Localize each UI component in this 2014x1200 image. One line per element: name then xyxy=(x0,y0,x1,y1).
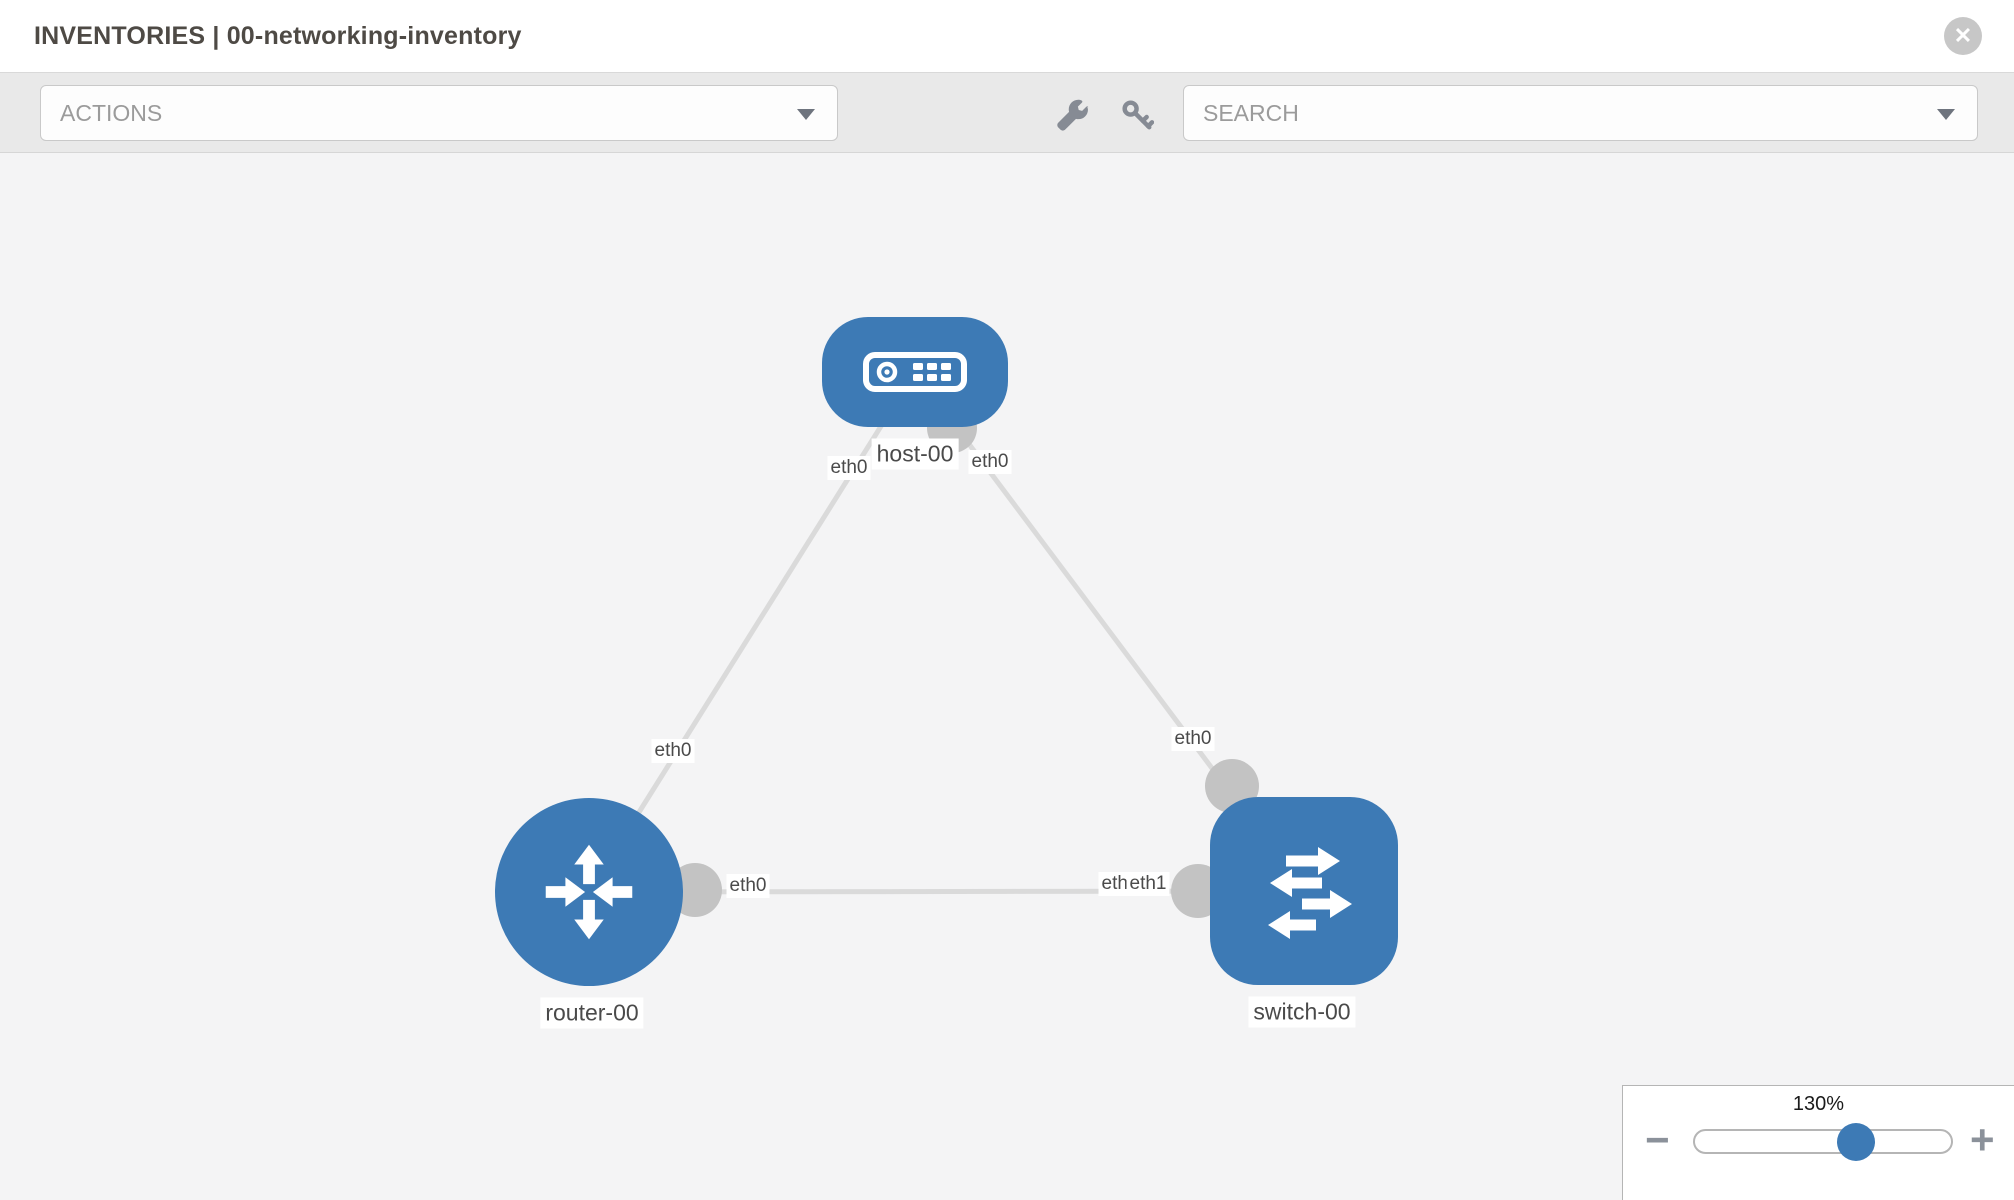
node-label-host-00: host-00 xyxy=(871,438,959,470)
chevron-down-icon xyxy=(797,109,815,120)
topology-canvas[interactable] xyxy=(0,154,2014,1200)
close-icon: ✕ xyxy=(1953,23,1973,48)
router-arrows-icon xyxy=(545,844,633,940)
search-dropdown[interactable]: SEARCH xyxy=(1183,85,1978,141)
zoom-panel: 130% − + xyxy=(1622,1085,2014,1200)
interface-label: eth1 xyxy=(1126,872,1170,896)
server-icon xyxy=(863,352,967,392)
actions-dropdown[interactable]: ACTIONS xyxy=(40,85,838,141)
zoom-slider-thumb[interactable] xyxy=(1837,1123,1875,1161)
zoom-in-button[interactable]: + xyxy=(1970,1116,1995,1163)
interface-label: eth0 xyxy=(1171,727,1215,751)
node-switch-00[interactable] xyxy=(1210,797,1398,985)
toolbar: ACTIONS SEARCH xyxy=(0,73,2014,153)
interface-label: eth0 xyxy=(726,874,770,898)
zoom-out-button[interactable]: − xyxy=(1645,1116,1670,1163)
node-router-00[interactable] xyxy=(495,798,683,986)
node-label-switch-00: switch-00 xyxy=(1248,996,1356,1028)
actions-dropdown-label: ACTIONS xyxy=(60,99,163,126)
wrench-icon xyxy=(1057,99,1089,131)
header: INVENTORIES | 00-networking-inventory ✕ xyxy=(0,0,2014,73)
page-title: INVENTORIES | 00-networking-inventory xyxy=(34,22,522,50)
zoom-slider-track[interactable] xyxy=(1693,1129,1953,1154)
interface-label: eth0 xyxy=(968,450,1012,474)
node-host-00[interactable] xyxy=(822,317,1008,427)
node-label-router-00: router-00 xyxy=(540,997,644,1029)
switch-arrows-icon xyxy=(1268,847,1352,939)
credentials-button[interactable] xyxy=(1120,98,1155,137)
zoom-level-label: 130% xyxy=(1792,1093,1845,1115)
search-dropdown-label: SEARCH xyxy=(1203,99,1299,126)
interface-label: eth0 xyxy=(651,739,695,763)
interface-label: eth0 xyxy=(827,456,871,480)
configure-button[interactable] xyxy=(1056,98,1090,137)
key-icon xyxy=(1122,100,1155,130)
chevron-down-icon xyxy=(1937,109,1955,120)
close-button[interactable]: ✕ xyxy=(1944,17,1982,55)
